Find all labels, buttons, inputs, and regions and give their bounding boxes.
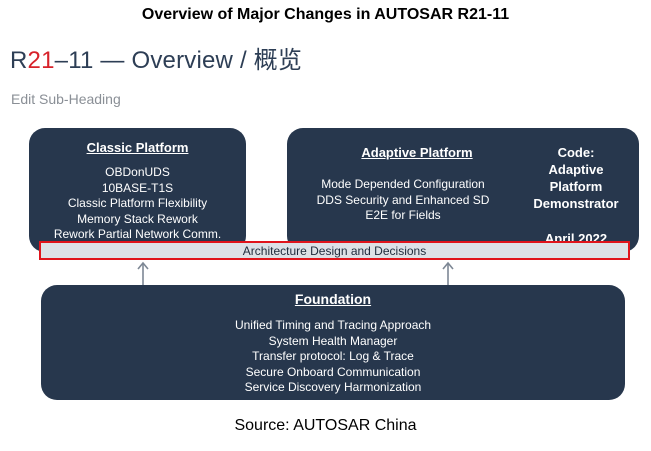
list-item: Unified Timing and Tracing Approach [234,318,432,332]
architecture-bar: Architecture Design and Decisions [39,241,630,260]
foundation-heading: Foundation [294,291,372,307]
list-item: Transfer protocol: Log & Trace [252,349,414,363]
arrow-up-icon [137,261,149,287]
list-item: System Health Manager [268,333,398,348]
list-item: Secure Onboard Communication [245,364,421,379]
slide-title-suffix: –11 — Overview / 概览 [54,47,303,74]
figure-caption-title: Overview of Major Changes in AUTOSAR R21… [141,6,510,23]
source-caption: Source: AUTOSAR China [234,417,417,434]
sub-heading: Edit Sub-Heading [11,91,121,107]
list-item: OBDonUDS [105,165,170,179]
classic-platform-heading: Classic Platform [86,140,189,155]
list-item: Mode Depended Configuration [321,177,485,191]
code-line: Adaptive [548,162,604,177]
code-line: Code: [557,145,595,160]
adaptive-platform-items: Mode Depended Configuration DDS Security… [303,177,503,224]
foundation-box: Foundation Unified Timing and Tracing Ap… [41,285,625,400]
list-item: Memory Stack Rework [77,211,198,226]
code-line: Demonstrator [533,196,619,211]
classic-platform-box: Classic Platform OBDonUDS 10BASE-T1S Cla… [29,128,246,252]
architecture-bar-label: Architecture Design and Decisions [242,244,427,258]
slide-title-accent: 21 [27,47,55,74]
foundation-items: Unified Timing and Tracing Approach Syst… [41,318,625,396]
slide-title-prefix: R [10,47,28,74]
arrow-up-icon [442,261,454,287]
adaptive-platform-box: Adaptive Platform Mode Depended Configur… [287,128,639,252]
list-item: Service Discovery Harmonization [244,380,422,394]
code-line: Platform [549,179,603,194]
list-item: Classic Platform Flexibility [67,196,208,210]
list-item: DDS Security and Enhanced SD [316,192,490,207]
adaptive-platform-heading: Adaptive Platform [361,145,473,160]
classic-platform-items: OBDonUDS 10BASE-T1S Classic Platform Fle… [29,165,246,243]
list-item: 10BASE-T1S [101,180,174,195]
code-demonstrator-label: Code: Adaptive Platform Demonstrator [521,144,631,212]
list-item: E2E for Fields [365,208,441,222]
list-item: Rework Partial Network Comm. [53,227,222,241]
slide-title: R21–11 — Overview / 概览 [10,40,302,75]
